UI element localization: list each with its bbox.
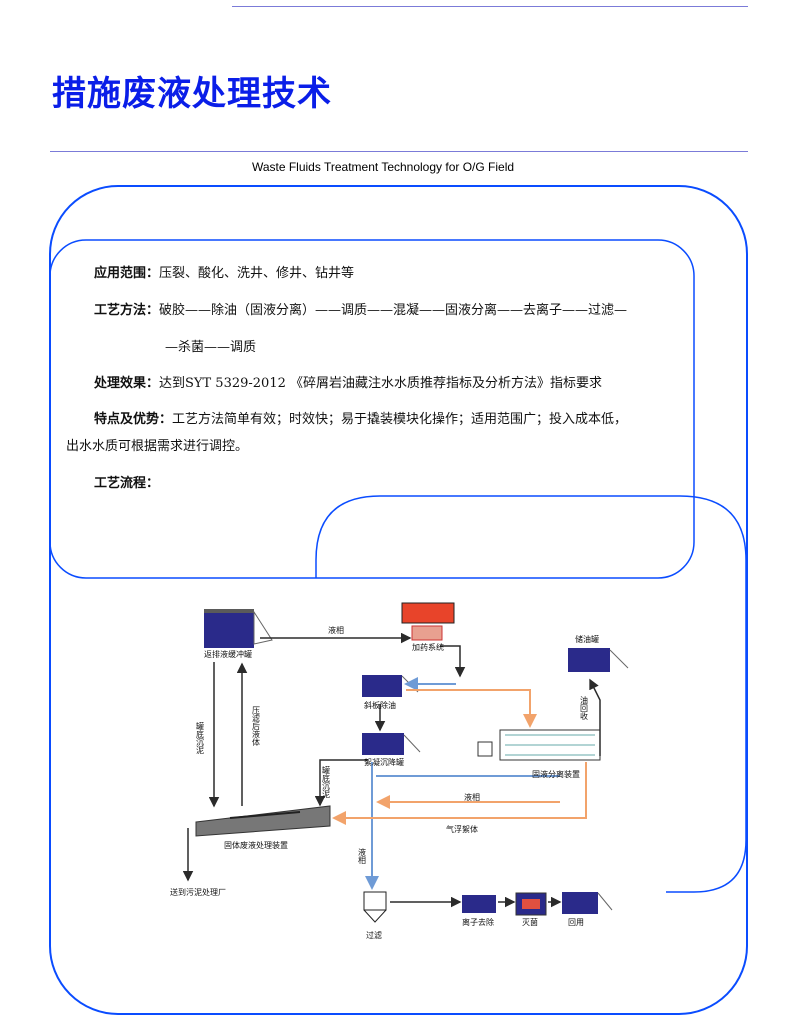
label-sterilize: 灭菌: [522, 917, 538, 927]
process-text-line1: 破胶——除油（固液分离）——调质——混凝——固液分离——去离子——过滤—: [159, 303, 628, 318]
features-text-line1: 工艺方法简单有效；时效快；易于撬装模块化操作；适用范围广；投入成本低，: [172, 412, 628, 427]
label-flocculation: 絮凝沉降罐: [364, 757, 404, 767]
label-solid-waste: 固体废液处理装置: [224, 840, 288, 850]
process-text-line2: —杀菌——调质: [165, 340, 257, 355]
label-dosing: 加药系统: [412, 642, 444, 652]
scope-paragraph: 应用范围：压裂、酸化、洗井、修井、钻井等: [94, 264, 354, 284]
arrow-label-floc-sediment: 罐底沉泥: [322, 765, 331, 799]
scope-label: 应用范围：: [94, 266, 160, 281]
dosing-system-icon: [401, 602, 455, 641]
flow-arrows: [182, 632, 601, 908]
orange-flow-top: [406, 689, 537, 728]
arrow-label-oil-recovery: 油回收: [580, 695, 589, 721]
reuse-tank-icon: [562, 892, 613, 914]
top-rule: [232, 6, 748, 7]
label-oil-tank: 储油罐: [575, 634, 599, 644]
label-filter: 过滤: [366, 930, 382, 940]
scope-text: 压裂、酸化、洗井、修井、钻井等: [159, 266, 355, 281]
page-title: 措施废液处理技术: [52, 74, 332, 114]
label-solid-liquid: 固液分离装置: [532, 769, 580, 779]
effect-paragraph: 处理效果：达到SYT 5329-2012 《碎屑岩油藏注水水质推荐指标及分析方法…: [94, 374, 602, 394]
flow-label: 工艺流程：: [94, 476, 160, 491]
solid-liquid-separator-icon: [477, 729, 601, 761]
arrow-label-down-liquid: 液相: [358, 847, 367, 865]
sterilizer-icon: [515, 892, 547, 916]
filter-icon: [363, 891, 387, 923]
arrow-label-return-liquid: 液相: [464, 792, 480, 802]
label-reuse: 回用: [568, 918, 584, 927]
arrow-floc-to-waste: [314, 759, 368, 807]
buffer-tank-icon: [204, 609, 273, 648]
arrow-dosing-down: [440, 645, 466, 678]
label-inclined-plate: 斜板除油: [364, 700, 396, 710]
arrow-oil-recovery: [589, 678, 601, 756]
effect-label: 处理效果：: [94, 376, 160, 391]
page-subtitle: Waste Fluids Treatment Technology for O/…: [251, 160, 515, 174]
arrow-labels: 液相 液相 气浮絮体 罐底沉泥 压滤后液体 罐底沉泥 液相 油回收: [196, 625, 589, 865]
inclined-plate-tank-icon: [362, 675, 419, 697]
arrow-label-float: 气浮絮体: [446, 824, 478, 834]
label-sludge-plant: 送到污泥处理厂: [170, 887, 226, 897]
oil-tank-icon: [568, 648, 629, 672]
title-rule: [50, 151, 748, 152]
solid-waste-processor-icon: [195, 805, 331, 837]
arrow-label-tank-sediment: 罐底沉泥: [196, 721, 205, 755]
arrow-label-press-liquid: 压滤后液体: [252, 706, 261, 747]
node-labels: 返排液缓冲罐 加药系统 储油罐 斜板除油 絮凝沉降罐 固液分离装置 固体废液处理…: [170, 634, 599, 940]
label-buffer-tank: 返排液缓冲罐: [204, 649, 252, 659]
features-text-line2: 出水水质可根据需求进行调控。: [66, 439, 249, 454]
ion-removal-icon: [462, 895, 496, 913]
process-paragraph: 工艺方法：破胶——除油（固液分离）——调质——混凝——固液分离——去离子——过滤…: [94, 301, 627, 321]
features-paragraph: 特点及优势：工艺方法简单有效；时效快；易于撬装模块化操作；适用范围广；投入成本低…: [94, 410, 627, 430]
process-label: 工艺方法：: [94, 303, 160, 318]
label-ion-removal: 离子去除: [462, 917, 494, 927]
orange-flow-float: [332, 762, 587, 825]
features-label: 特点及优势：: [94, 412, 173, 427]
effect-text: 达到SYT 5329-2012 《碎屑岩油藏注水水质推荐指标及分析方法》指标要求: [159, 376, 602, 391]
flocculation-tank-icon: [362, 733, 421, 755]
arrow-label-top-liquid: 液相: [328, 625, 344, 635]
